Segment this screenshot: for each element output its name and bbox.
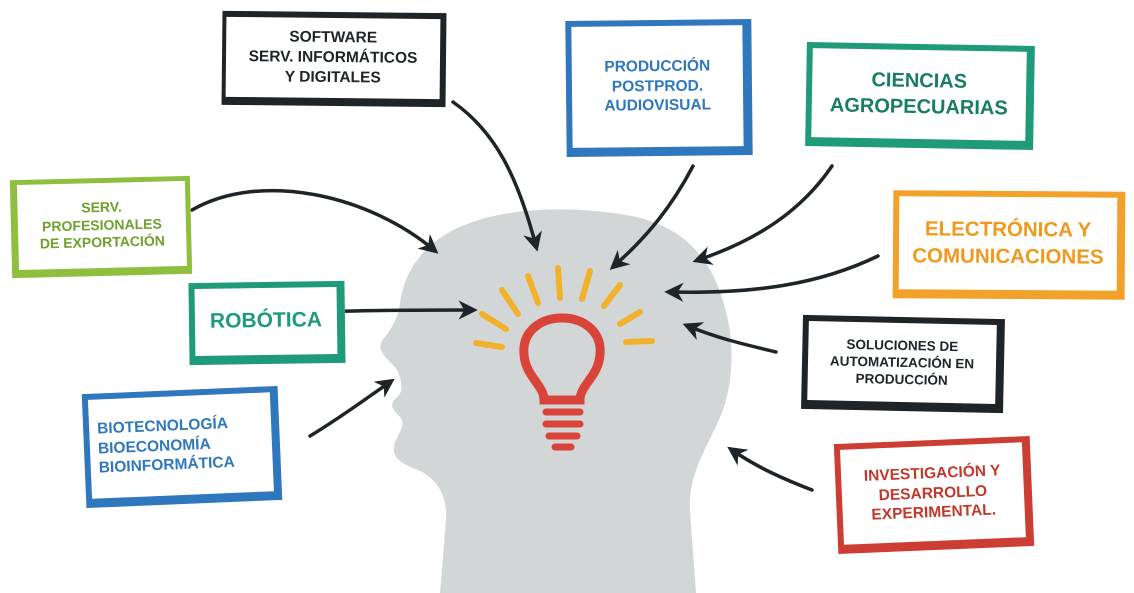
box-investigacion: INVESTIGACIÓN Y DESARROLLO EXPERIMENTAL.	[833, 435, 1035, 555]
box-investigacion-text: INVESTIGACIÓN Y DESARROLLO EXPERIMENTAL.	[863, 461, 1002, 526]
box-robotica: ROBÓTICA	[188, 280, 346, 366]
box-agro-text: CIENCIAS AGROPECUARIAS	[830, 67, 1009, 121]
ray	[499, 287, 521, 317]
ray	[623, 338, 655, 345]
arrow-automatizacion	[682, 322, 778, 354]
box-biotecnologia-text: BIOTECNOLOGÍA BIOECONOMÍA BIOINFORMÁTICA	[97, 414, 235, 479]
arrow-software	[451, 100, 542, 252]
box-exportacion-text: SERV. PROFESIONALES DE EXPORTACIÓN	[39, 197, 165, 254]
box-line: COMUNICACIONES	[912, 243, 1104, 269]
box-ciencias-agropecuarias: CIENCIAS AGROPECUARIAS	[805, 42, 1035, 150]
box-audiovisual-text: PRODUCCIÓN POSTPROD. AUDIOVISUAL	[604, 56, 711, 117]
box-automatizacion: SOLUCIONES DE AUTOMATIZACIÓN EN PRODUCCI…	[801, 314, 1005, 414]
lightbulb-icon	[519, 313, 605, 451]
light-rays	[473, 265, 655, 350]
arrow-investigacion	[727, 446, 814, 492]
ray	[479, 311, 509, 332]
box-biotecnologia: BIOTECNOLOGÍA BIOECONOMÍA BIOINFORMÁTICA	[81, 385, 283, 509]
box-line: Y DIGITALES	[284, 68, 381, 87]
box-automatizacion-text: SOLUCIONES DE AUTOMATIZACIÓN EN PRODUCCI…	[829, 335, 975, 390]
box-line: PRODUCCIÓN	[604, 57, 711, 76]
box-line: AUDIOVISUAL	[604, 96, 712, 115]
box-line: CIENCIAS	[871, 69, 968, 93]
box-robotica-text: ROBÓTICA	[210, 307, 322, 335]
box-electronica-text: ELECTRÓNICA Y COMUNICACIONES	[912, 217, 1104, 271]
ray	[617, 309, 643, 327]
box-audiovisual: PRODUCCIÓN POSTPROD. AUDIOVISUAL	[565, 19, 753, 157]
box-line: ROBÓTICA	[209, 308, 323, 333]
box-line: SERV. INFORMÁTICOS	[248, 48, 418, 67]
box-line: ELECTRÓNICA Y	[924, 217, 1092, 242]
ray	[473, 340, 505, 350]
box-line: POSTPROD.	[611, 77, 704, 96]
ray	[579, 268, 593, 302]
box-electronica: ELECTRÓNICA Y COMUNICACIONES	[892, 190, 1126, 300]
box-line: AUTOMATIZACIÓN EN	[829, 353, 975, 372]
ray	[525, 273, 541, 306]
box-line: DE EXPORTACIÓN	[39, 232, 166, 252]
box-servicios-exportacion: SERV. PROFESIONALES DE EXPORTACIÓN	[9, 175, 193, 279]
box-software-text: SOFTWARE SERV. INFORMÁTICOS Y DIGITALES	[248, 27, 418, 88]
box-line: SOFTWARE	[289, 28, 378, 47]
arrow-exportacion	[190, 188, 439, 254]
box-line: AGROPECUARIAS	[829, 93, 1008, 120]
box-line: EXPERIMENTAL.	[871, 501, 997, 525]
arrow-electronica	[664, 254, 880, 302]
bulb-glass	[519, 313, 605, 405]
box-software: SOFTWARE SERV. INFORMÁTICOS Y DIGITALES	[221, 10, 447, 108]
ray	[601, 282, 623, 309]
arrow-agro	[692, 164, 834, 265]
ray	[555, 265, 563, 301]
arrow-biotecnologia	[308, 378, 395, 438]
arrow-audiovisual	[609, 164, 695, 270]
box-line: BIOINFORMÁTICA	[98, 454, 236, 477]
box-line: PRODUCCIÓN	[855, 371, 948, 389]
